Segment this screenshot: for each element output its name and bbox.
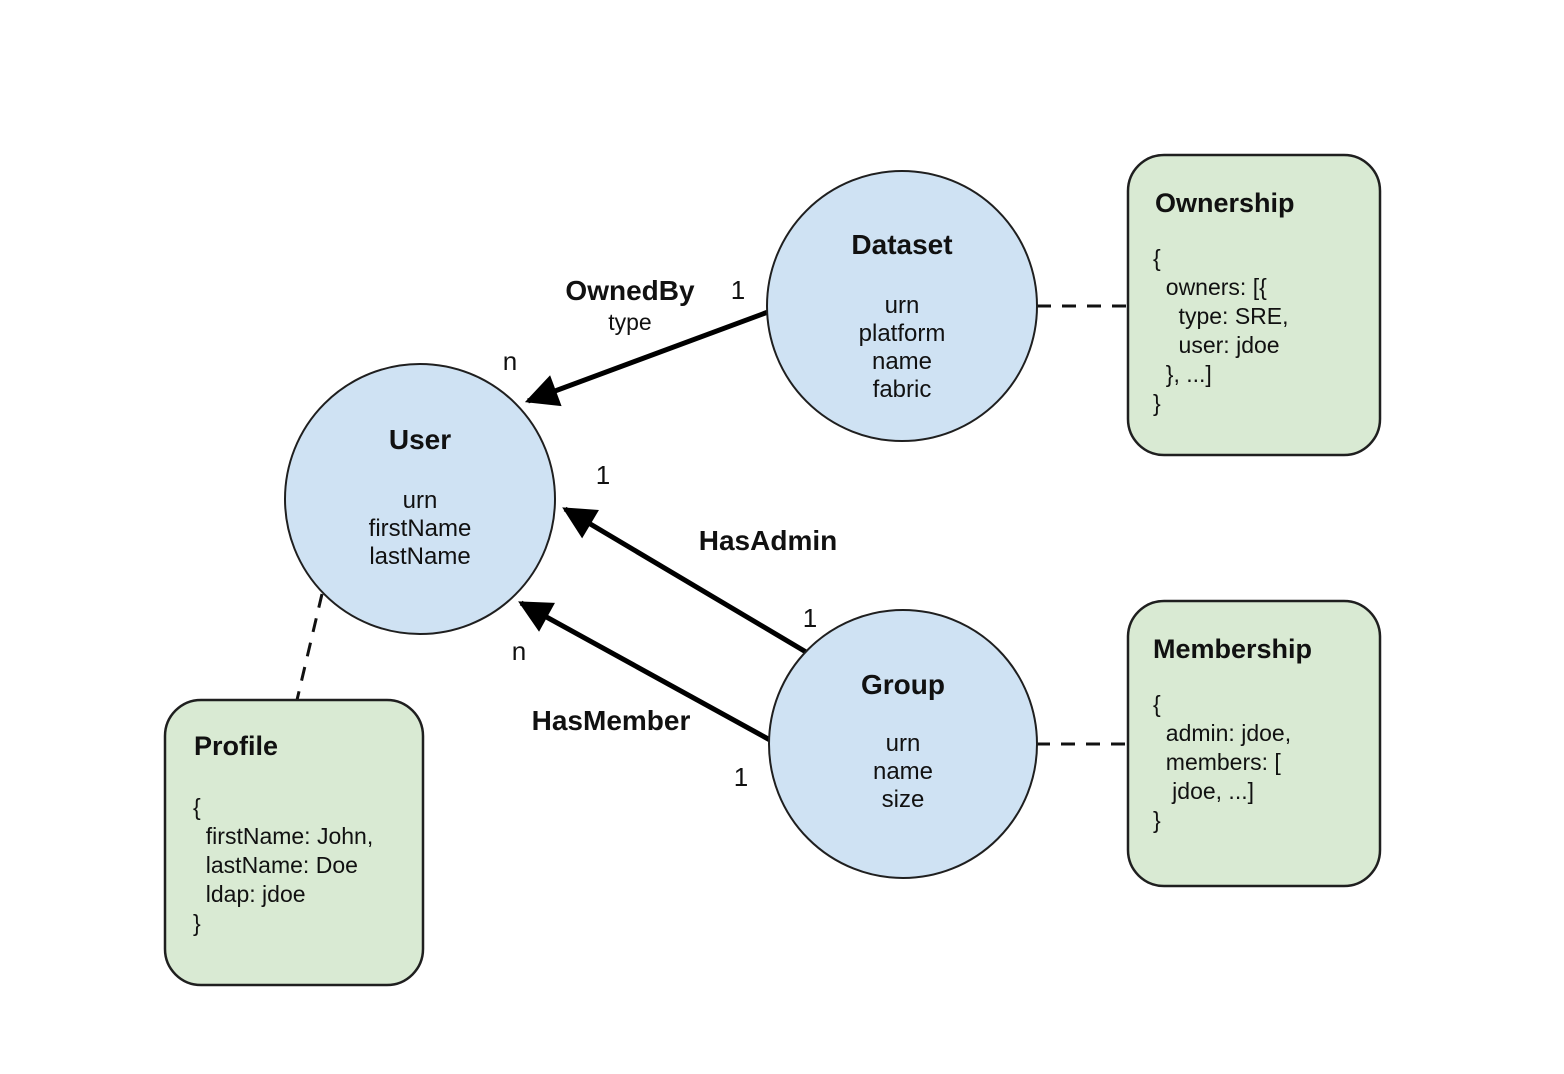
ownedby-sublabel: type <box>608 309 652 335</box>
hasadmin-arrow <box>562 506 808 655</box>
group-node-attributes: urn name size <box>872 730 934 813</box>
dataset-node-title: Dataset <box>851 229 953 260</box>
ownership-box-title: Ownership <box>1155 188 1295 218</box>
dataset-node <box>766 170 1038 442</box>
user-profile-dashed-connector <box>295 593 324 701</box>
ownedby-label: OwnedBy <box>565 275 695 306</box>
hasmember-label: HasMember <box>531 705 691 736</box>
hasmember-arrow <box>518 600 772 743</box>
group-node <box>768 609 1038 879</box>
profile-box-body: { firstName: John, lastName: Doe ldap: j… <box>193 794 374 936</box>
ownership-box-body: { owners: [{ type: SRE, user: jdoe }, ..… <box>1153 245 1289 416</box>
group-node-title: Group <box>861 669 945 700</box>
membership-box-body: { admin: jdoe, members: [ jdoe, ...] } <box>1153 691 1292 833</box>
dataset-node-attributes: urn platform name fabric <box>858 292 946 403</box>
membership-box-title: Membership <box>1153 634 1313 664</box>
user-node-attributes: urn firstName lastName <box>368 487 472 570</box>
user-node <box>284 363 556 635</box>
ownedby-arrow <box>524 309 769 407</box>
ownedby-target-cardinality: n <box>502 346 518 376</box>
profile-box <box>163 698 425 987</box>
hasadmin-target-cardinality: 1 <box>595 460 611 490</box>
hasadmin-source-cardinality: 1 <box>802 603 818 633</box>
hasmember-source-cardinality: 1 <box>733 762 749 792</box>
ownership-box <box>1126 153 1382 457</box>
user-node-title: User <box>388 424 452 455</box>
membership-box <box>1126 599 1382 888</box>
profile-box-title: Profile <box>194 731 279 761</box>
ownedby-source-cardinality: 1 <box>730 275 746 305</box>
hasmember-target-cardinality: n <box>511 636 527 666</box>
hasadmin-label: HasAdmin <box>698 525 838 556</box>
